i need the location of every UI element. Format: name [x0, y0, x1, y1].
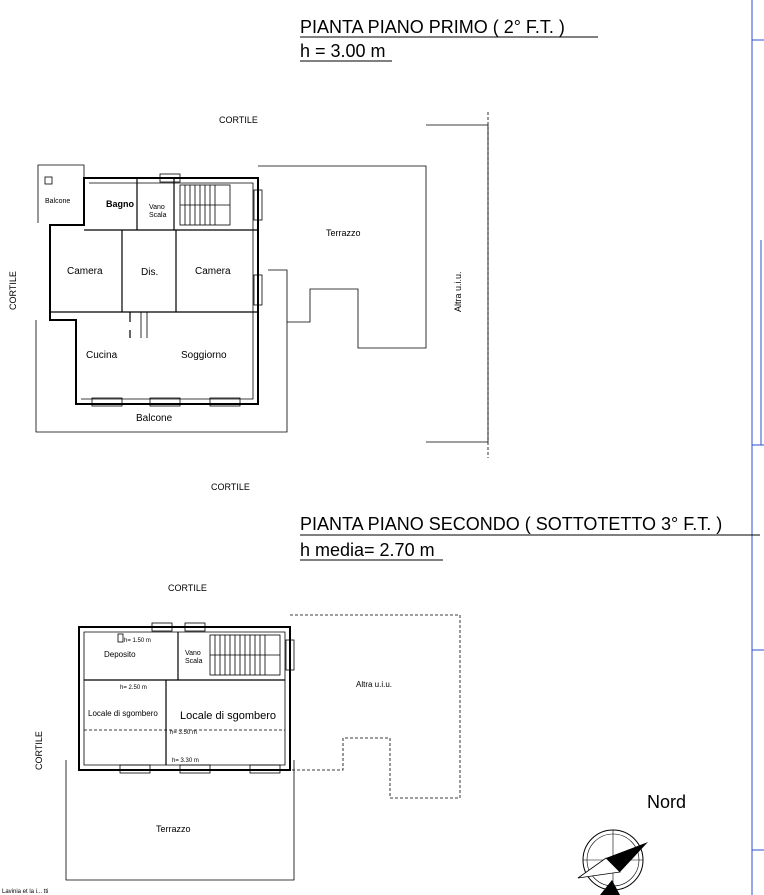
- h350-label: h= 3.50 m: [170, 730, 197, 736]
- vano-label-2: Vano: [185, 650, 201, 657]
- north-label: Nord: [647, 792, 686, 812]
- altra-uiu-label: Altra u.i.u.: [453, 271, 463, 312]
- second-floor-title: PIANTA PIANO SECONDO ( SOTTOTETTO 3° F.T…: [300, 514, 722, 534]
- deposito-label: Deposito: [104, 650, 136, 659]
- h150-label: h= 1.50 m: [124, 638, 151, 644]
- cortile-label-top: CORTILE: [219, 115, 258, 125]
- soggiorno-label: Soggiorno: [181, 350, 227, 361]
- second-floor-plan: [65, 614, 461, 881]
- first-floor-height: h = 3.00 m: [300, 41, 386, 61]
- bagno-label: Bagno: [106, 199, 135, 209]
- altra-uiu-label-2: Altra u.i.u.: [356, 680, 392, 689]
- cortile-label-left: CORTILE: [8, 271, 18, 310]
- locale-small-label: Locale di sgombero: [88, 709, 158, 718]
- scala-label: Scala: [149, 212, 167, 219]
- cucina-label: Cucina: [86, 350, 118, 361]
- h330-label: h= 3.30 m: [172, 758, 199, 764]
- camera-left-label: Camera: [67, 266, 103, 277]
- footer-text: Lavinia et la i... tti: [2, 889, 48, 895]
- balcone-small-label: Balcone: [45, 198, 70, 205]
- cortile-label-top-2: CORTILE: [168, 583, 207, 593]
- dis-label: Dis.: [141, 267, 158, 278]
- balcone-label: Balcone: [136, 413, 173, 424]
- second-floor-height: h media= 2.70 m: [300, 540, 435, 560]
- terrazzo-label: Terrazzo: [326, 228, 361, 238]
- scala-label-2: Scala: [185, 658, 203, 665]
- first-floor-title: PIANTA PIANO PRIMO ( 2° F.T. ): [300, 17, 565, 37]
- cortile-label-left-2: CORTILE: [34, 731, 44, 770]
- compass-icon: [577, 829, 648, 895]
- h250-label: h= 2.50 m: [120, 685, 147, 691]
- terrazzo-label-2: Terrazzo: [156, 824, 191, 834]
- locale-big-label: Locale di sgombero: [180, 710, 276, 722]
- cortile-label-bottom: CORTILE: [211, 482, 250, 492]
- camera-right-label: Camera: [195, 266, 231, 277]
- first-floor-plan: [35, 112, 489, 458]
- vano-label: Vano: [149, 204, 165, 211]
